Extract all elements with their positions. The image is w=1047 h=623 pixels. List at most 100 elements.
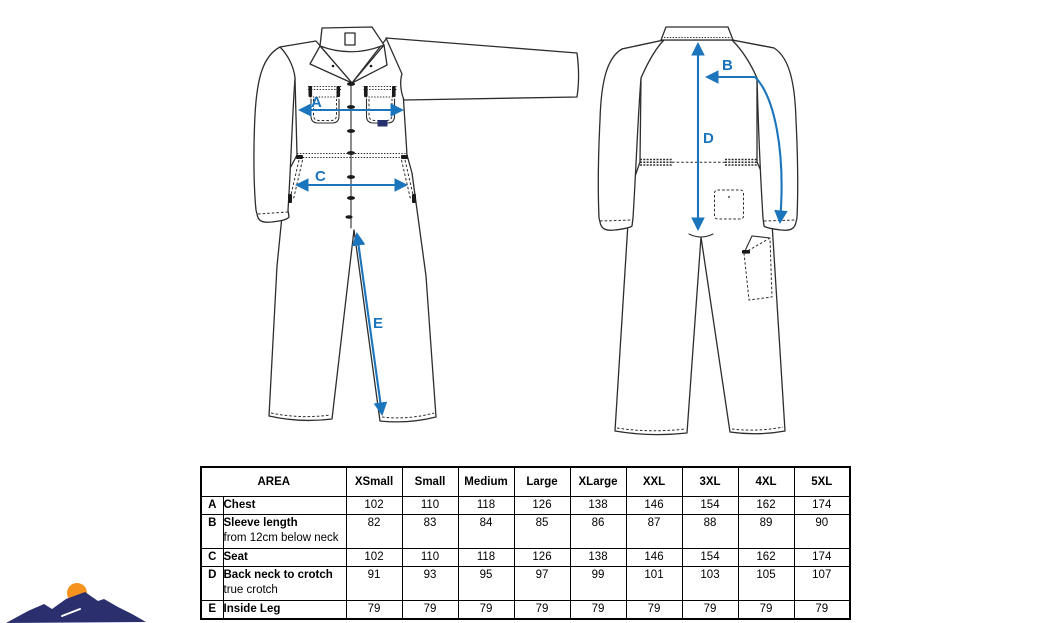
garment-diagrams: A C E <box>253 26 799 436</box>
column-header-size: XXL <box>625 466 683 497</box>
row-value: 154 <box>681 548 739 567</box>
tool-pocket <box>742 235 773 301</box>
measure-label-e: E <box>373 315 383 332</box>
size-table-header-row: AREA XSmall Small Medium Large XLarge XX… <box>200 466 851 497</box>
chest-pocket-right <box>363 85 397 127</box>
back-left-sleeve <box>597 39 665 231</box>
row-value: 91 <box>345 566 403 601</box>
row-value: 118 <box>457 496 515 515</box>
row-value: 79 <box>625 600 683 619</box>
back-hem-stitch <box>616 426 784 432</box>
row-value: 79 <box>457 600 515 619</box>
row-letter: C <box>200 548 224 567</box>
row-value: 87 <box>625 514 683 549</box>
row-value: 79 <box>401 600 459 619</box>
row-value: 107 <box>793 566 851 601</box>
column-header-size: Small <box>401 466 459 497</box>
row-measure-name: Inside Leg <box>222 600 347 619</box>
brand-logo <box>6 583 146 623</box>
row-value: 85 <box>513 514 571 549</box>
row-value: 89 <box>737 514 795 549</box>
row-value: 79 <box>737 600 795 619</box>
measure-arrow-b-curve <box>754 76 788 225</box>
row-value: 86 <box>569 514 627 549</box>
row-value: 84 <box>457 514 515 549</box>
back-collar <box>660 26 734 41</box>
row-value: 99 <box>569 566 627 601</box>
front-waistband <box>297 152 407 159</box>
row-value: 174 <box>793 548 851 567</box>
row-letter: E <box>200 600 224 619</box>
row-value: 126 <box>513 496 571 515</box>
row-letter: A <box>200 496 224 515</box>
front-left-cuff-stitch <box>257 211 289 215</box>
back-view-diagram: D B <box>597 26 799 436</box>
back-waist-elastic <box>640 158 757 166</box>
measure-label-b: B <box>722 57 733 74</box>
row-value: 97 <box>513 566 571 601</box>
column-header-size: 5XL <box>793 466 851 497</box>
row-letter: D <box>200 566 224 601</box>
column-header-area: AREA <box>200 466 347 497</box>
row-value: 138 <box>569 548 627 567</box>
row-value: 146 <box>625 496 683 515</box>
front-right-sleeve <box>385 37 580 101</box>
front-lapel-left <box>309 45 353 84</box>
row-value: 118 <box>457 548 515 567</box>
row-value: 126 <box>513 548 571 567</box>
row-value: 95 <box>457 566 515 601</box>
row-value: 88 <box>681 514 739 549</box>
row-value: 79 <box>513 600 571 619</box>
hanging-loop <box>344 32 356 46</box>
front-left-sleeve <box>253 46 296 223</box>
row-value: 110 <box>401 496 459 515</box>
brand-tag <box>377 120 388 127</box>
row-letter: B <box>200 514 224 549</box>
column-header-size: Large <box>513 466 571 497</box>
back-crotch-seam <box>688 233 714 238</box>
row-value: 83 <box>401 514 459 549</box>
row-value: 102 <box>345 548 403 567</box>
row-value: 79 <box>569 600 627 619</box>
front-lapel-right <box>351 44 388 84</box>
front-hem-stitch <box>270 412 435 419</box>
row-value: 174 <box>793 496 851 515</box>
row-value: 103 <box>681 566 739 601</box>
row-value: 79 <box>681 600 739 619</box>
row-value: 93 <box>401 566 459 601</box>
row-value: 79 <box>793 600 851 619</box>
measure-arrow-e <box>351 231 388 417</box>
row-value: 102 <box>345 496 403 515</box>
row-value: 110 <box>401 548 459 567</box>
column-header-size: 4XL <box>737 466 795 497</box>
row-value: 101 <box>625 566 683 601</box>
row-value: 90 <box>793 514 851 549</box>
logo-mountain-icon <box>6 592 146 623</box>
column-header-size: XSmall <box>345 466 403 497</box>
measure-label-a: A <box>311 94 322 111</box>
front-view-diagram: A C E <box>253 26 580 423</box>
column-header-size: 3XL <box>681 466 739 497</box>
row-value: 154 <box>681 496 739 515</box>
row-value: 82 <box>345 514 403 549</box>
measure-label-d: D <box>703 130 714 147</box>
row-value: 162 <box>737 496 795 515</box>
size-table: AREA XSmall Small Medium Large XLarge XX… <box>200 466 851 620</box>
chest-pocket-left <box>308 85 341 124</box>
row-value: 162 <box>737 548 795 567</box>
row-value: 79 <box>345 600 403 619</box>
row-value: 105 <box>737 566 795 601</box>
column-header-size: XLarge <box>569 466 627 497</box>
row-measure-name: Chest <box>222 496 347 515</box>
measure-label-c: C <box>315 168 326 185</box>
row-value: 138 <box>569 496 627 515</box>
row-measure-name: Seat <box>222 548 347 567</box>
